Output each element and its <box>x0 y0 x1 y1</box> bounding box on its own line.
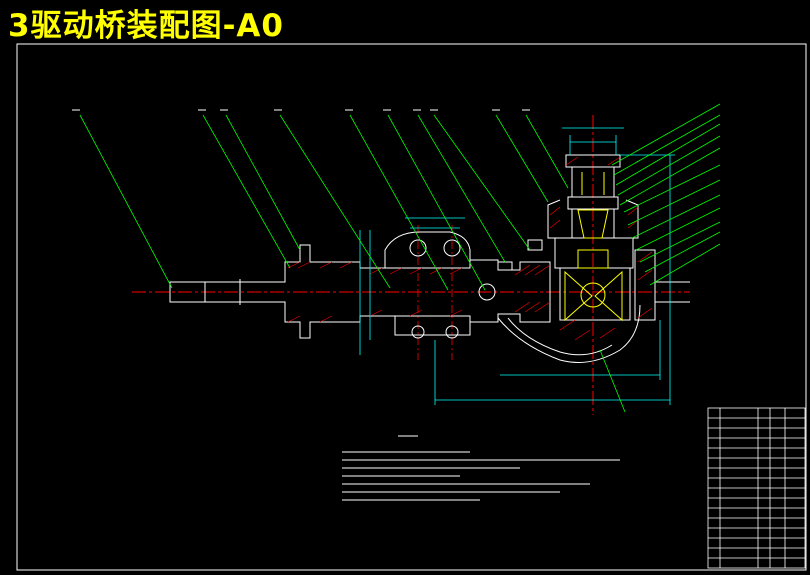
differential-gears <box>564 249 623 322</box>
housing-hatching <box>287 261 463 323</box>
drawing-title: 3驱动桥装配图-A0 <box>8 8 284 44</box>
spring-mount <box>384 231 471 339</box>
drawing-frame <box>16 43 807 571</box>
carrier-hatching <box>514 251 653 341</box>
pinion-shaft <box>547 154 639 239</box>
differential-carrier <box>497 237 690 363</box>
dimension-lines <box>359 127 675 405</box>
technical-notes <box>342 435 620 501</box>
pinion-hatching <box>549 156 639 229</box>
pinion-gear <box>577 172 609 239</box>
title-block <box>707 407 806 569</box>
leader-lines <box>79 103 721 413</box>
axle-housing <box>169 244 551 339</box>
